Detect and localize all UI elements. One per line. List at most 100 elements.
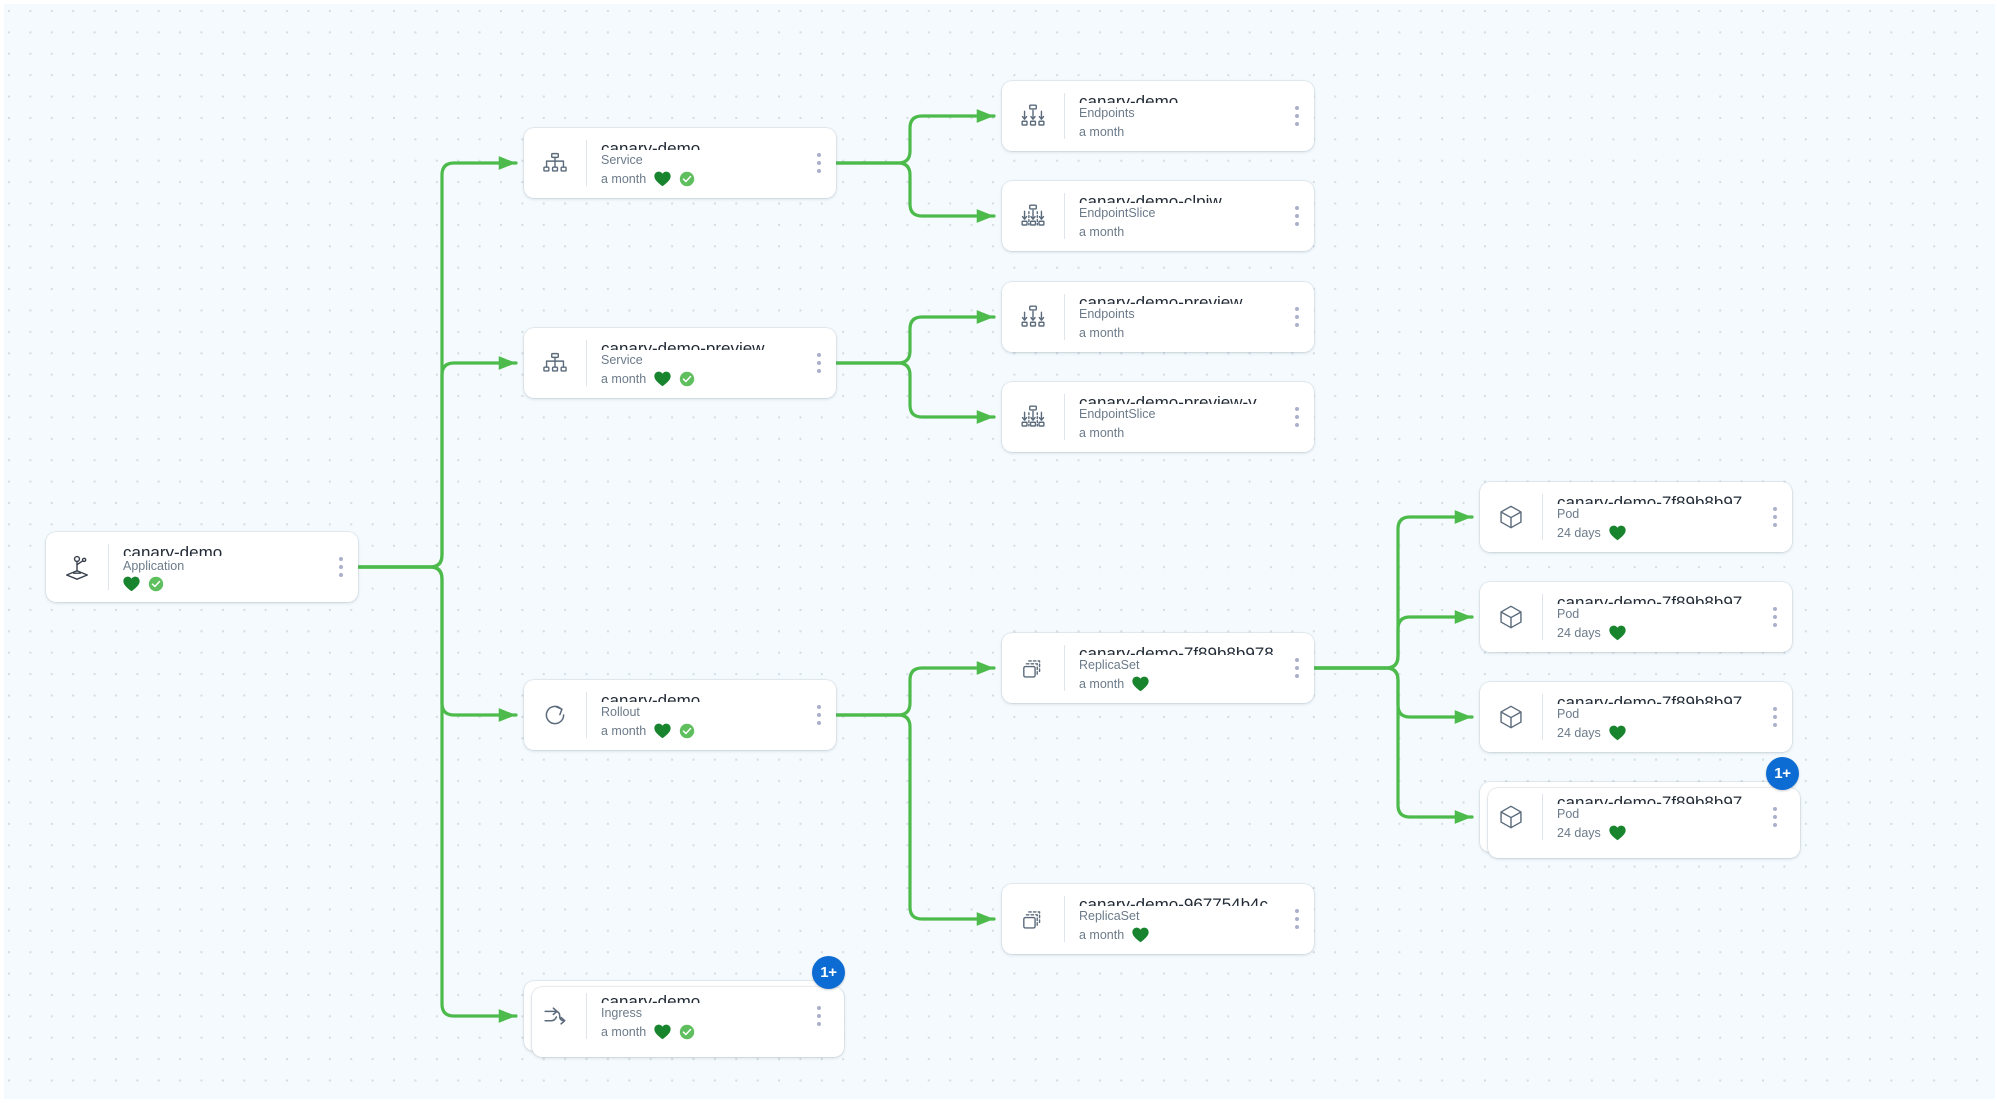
node-divider	[1542, 494, 1543, 540]
menu-dot	[1295, 114, 1299, 118]
node-actions-menu-button[interactable]	[1280, 633, 1314, 703]
node-title: canary-demo	[601, 992, 701, 1003]
rollout-icon	[524, 680, 586, 750]
node-kind: Pod	[1557, 707, 1580, 721]
node-actions-menu-button[interactable]	[802, 128, 836, 198]
menu-dot	[1295, 917, 1299, 921]
node-actions-menu-button[interactable]	[1280, 884, 1314, 954]
node-meta: a month	[601, 370, 802, 388]
node-divider	[1064, 394, 1065, 440]
menu-dot	[1295, 206, 1299, 210]
node-divider	[1542, 694, 1543, 740]
health-heart-icon	[1609, 525, 1626, 541]
edge-rollout-to-replicaset-1	[834, 661, 996, 717]
node-actions-menu-button[interactable]	[1758, 482, 1792, 552]
node-meta: a month	[601, 1023, 802, 1041]
menu-dot	[339, 573, 343, 577]
menu-dot	[1295, 407, 1299, 411]
menu-dot	[817, 721, 821, 725]
menu-dot	[1295, 323, 1299, 327]
node-kind: Rollout	[601, 705, 640, 719]
menu-dot	[817, 705, 821, 709]
menu-dot	[1295, 658, 1299, 662]
node-actions-menu-button[interactable]	[802, 328, 836, 398]
node-divider	[1064, 93, 1065, 139]
endpoints-icon	[1002, 81, 1064, 151]
node-actions-menu-button[interactable]	[1280, 382, 1314, 452]
node-actions-menu-button[interactable]	[1758, 682, 1792, 752]
menu-dot	[817, 1022, 821, 1026]
health-heart-icon	[1609, 725, 1626, 741]
node-divider	[1064, 645, 1065, 691]
menu-dot	[817, 161, 821, 165]
node-actions-menu-button[interactable]	[1280, 181, 1314, 251]
node-actions-menu-button[interactable]	[1280, 282, 1314, 352]
node-divider	[1542, 594, 1543, 640]
node-actions-menu-button[interactable]	[1280, 81, 1314, 151]
node-meta: 24 days	[1557, 824, 1758, 842]
node-actions-menu-button[interactable]	[1758, 582, 1792, 652]
replicaset-icon	[1002, 633, 1064, 703]
node-kind: ReplicaSet	[1079, 658, 1140, 672]
node-meta: a month	[1079, 675, 1280, 693]
node-age: a month	[1079, 225, 1125, 239]
node-title: canary-demo-preview	[601, 339, 765, 350]
endpointslice-icon	[1002, 181, 1064, 251]
node-divider	[108, 544, 109, 590]
canvas-edge-top	[0, 0, 1999, 4]
node-divider	[586, 140, 587, 186]
node-title: canary-demo-7f89b8b97...	[1557, 493, 1757, 504]
node-meta: 24 days	[1557, 524, 1758, 542]
menu-dot	[1295, 222, 1299, 226]
node-kind: Endpoints	[1079, 106, 1135, 120]
menu-dot	[1295, 666, 1299, 670]
node-actions-menu-button[interactable]	[324, 532, 358, 602]
menu-dot	[817, 361, 821, 365]
badge-pods[interactable]: 1+	[1766, 757, 1799, 790]
canvas-edge-bottom	[0, 1099, 1999, 1103]
node-actions-menu-button[interactable]	[1758, 782, 1792, 852]
node-actions-menu-button[interactable]	[802, 680, 836, 750]
node-title: canary-demo-7f89b8b97...	[1557, 793, 1757, 804]
menu-dot	[817, 353, 821, 357]
menu-dot	[817, 169, 821, 173]
sync-status-icon	[679, 723, 695, 739]
edge-replicaset-to-pod-3	[1312, 666, 1474, 724]
edge-service-to-endpoints	[834, 109, 996, 165]
edge-service-preview-to-endpointslice	[834, 361, 996, 424]
node-meta: 24 days	[1557, 624, 1758, 642]
node-actions-menu-button[interactable]	[802, 981, 836, 1051]
node-kind: Application	[123, 559, 185, 573]
node-age: 24 days	[1557, 526, 1601, 540]
node-kind: Pod	[1557, 607, 1580, 621]
node-title: canary-demo-preview	[1079, 293, 1243, 304]
badge-ingress[interactable]: 1+	[812, 956, 845, 989]
node-title: canary-demo	[1079, 92, 1179, 103]
pod-icon	[1480, 782, 1542, 852]
menu-dot	[1295, 122, 1299, 126]
node-meta	[123, 576, 324, 592]
service-icon	[524, 328, 586, 398]
canvas-edge-left	[0, 0, 4, 1103]
node-meta: a month	[1079, 223, 1280, 241]
